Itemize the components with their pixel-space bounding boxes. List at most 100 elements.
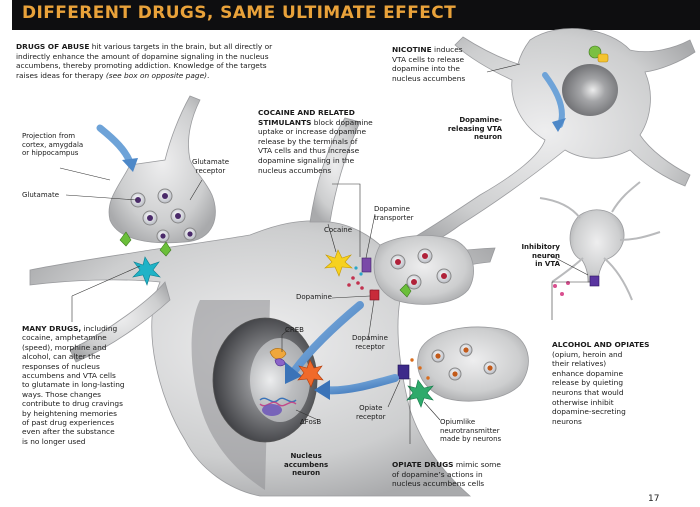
intro-text: DRUGS OF ABUSE hit various targets in th… — [16, 42, 316, 80]
cocaine-dots — [354, 266, 363, 276]
nicotine-line1: induces — [431, 45, 463, 54]
alcohol-line: neurons that would — [552, 387, 624, 397]
dna-strand — [259, 397, 297, 407]
opiumlike-label-line: Opiumlike — [440, 418, 476, 426]
dopamine-releasing-label-line: releasing VTA — [447, 124, 502, 133]
projection-label-line: cortex, amygdala — [22, 140, 84, 149]
inhibitory-dendrites — [539, 181, 661, 301]
many-drugs-head: MANY DRUGS, — [22, 324, 82, 333]
nicotine-line2: VTA cells to release — [392, 54, 465, 64]
dopamine-receptor-icon — [369, 289, 380, 301]
alcohol-line: release by quieting — [552, 378, 624, 388]
opiate-receptor-label-line: Opiate — [359, 404, 383, 412]
cocaine-line6: dopamine signaling in the — [258, 155, 355, 165]
dopamine-receptor-label-line: receptor — [355, 342, 385, 351]
dopamine-receptor-label: Dopamine receptor — [352, 334, 388, 351]
nucleus-accumbens-label-line: Nucleus — [290, 452, 322, 460]
alcohol-line: dopamine-secreting — [552, 407, 626, 417]
inhibitory-neuron-label-line: neuron — [532, 251, 560, 260]
glutamate-label: Glutamate — [22, 191, 59, 199]
many-drugs-line: even after the substance — [22, 427, 115, 437]
dopamine-transporter-label-line: transporter — [374, 213, 414, 222]
glutamate-terminal — [108, 95, 216, 244]
projection-label: Projection from cortex, amygdala or hipp… — [22, 132, 83, 158]
opiate-receptor-label: Opiate receptor — [356, 404, 386, 421]
many-drugs-line: contribute to drug cravings — [22, 399, 123, 409]
vta-nucleus — [562, 64, 618, 116]
opiate-line2: of dopamine’s actions in — [392, 469, 483, 479]
cocaine-line4: release by the terminals of — [258, 136, 358, 146]
dopamine-releasing-label: Dopamine- releasing VTA neuron — [432, 116, 502, 142]
opiate-dots — [410, 358, 430, 380]
nicotine-line4: nucleus accumbens — [392, 73, 466, 83]
alcohol-line: otherwise inhibit — [552, 397, 614, 407]
opiumlike-label-line: made by neurons — [440, 435, 502, 444]
glutamate-receptor-label-line: receptor — [195, 166, 226, 175]
many-drugs-line1: including — [81, 324, 118, 333]
glutamate-receptor-label: Glutamate receptor — [192, 158, 229, 175]
nicotine-icon — [588, 45, 609, 63]
nicotine-text: NICOTINE induces VTA cells to release do… — [392, 45, 502, 83]
opiumlike-label: Opiumlike neurotransmitter made by neuro… — [440, 418, 501, 444]
dopamine-releasing-label-line: Dopamine- — [459, 116, 502, 124]
many-drugs-line: accumbens and VTA cells — [22, 371, 116, 381]
many-drugs-line: is no longer used — [22, 436, 86, 446]
nucleus-accumbens-label-line: accumbens — [284, 460, 329, 469]
opiate-line3: nucleus accumbens cells — [392, 479, 485, 489]
fosb-burst — [297, 359, 324, 388]
many-drugs-line: ways. Those changes — [22, 389, 102, 399]
cocaine-head1: COCAINE AND RELATED — [258, 108, 355, 117]
many-drugs-line: alcohol, can alter the — [22, 352, 101, 362]
dopamine-releasing-label-line: neuron — [474, 133, 502, 142]
opiumlike-label-line: neurotransmitter — [440, 426, 500, 435]
many-drugs-line: cocaine, amphetamine — [22, 333, 107, 343]
opiate-head: OPIATE DRUGS — [392, 460, 454, 469]
page-number: 17 — [648, 494, 660, 504]
nucleus-accumbens-label-line: neuron — [292, 469, 321, 478]
dopamine-label: Dopamine — [296, 293, 332, 301]
inhibitory-neuron — [569, 209, 625, 283]
many-drugs-line: to glutamate in long-lasting — [22, 380, 125, 390]
title-bar: DIFFERENT DRUGS, SAME ULTIMATE EFFECT — [12, 0, 700, 30]
many-drugs-line: of past drug experiences — [22, 418, 115, 428]
cocaine-label: Cocaine — [324, 226, 352, 234]
cocaine-line3: uptake or increase dopamine — [258, 127, 367, 137]
inhibitory-neuron-label-line: in VTA — [535, 260, 560, 269]
dopamine-receptor-label-line: Dopamine — [352, 334, 388, 342]
opiate-drugs-text: OPIATE DRUGS mimic some of dopamine’s ac… — [392, 460, 542, 489]
nucleus-accumbens-label: Nucleus accumbens neuron — [284, 452, 328, 478]
alcohol-line: enhance dopamine — [552, 368, 624, 378]
intro-line2: indirectly enhance the amount of dopamin… — [16, 51, 269, 61]
opiumlike-terminal — [417, 326, 529, 402]
many-drugs-line: responses of nucleus — [22, 361, 100, 371]
opiate-receptor-label-line: receptor — [356, 412, 386, 421]
cocaine-text: COCAINE AND RELATED STIMULANTS block dop… — [258, 108, 388, 175]
nicotine-head: NICOTINE — [392, 45, 432, 54]
cocaine-head2: STIMULANTS — [258, 117, 312, 127]
signal-arrow-1 — [291, 301, 364, 374]
alcohol-head: ALCOHOL AND OPIATES — [552, 340, 650, 349]
dopamine-transporter-label-line: Dopamine — [374, 205, 410, 213]
intro-line3: accumbens, thereby promoting addiction. … — [16, 61, 267, 71]
many-drugs-line: (speed), morphine and — [22, 342, 107, 352]
intro-lead: DRUGS OF ABUSE — [16, 42, 90, 51]
cocaine-icon — [324, 249, 353, 277]
opiate-starburst — [406, 379, 434, 408]
alcohol-line: their relatives) — [552, 359, 607, 369]
opiate-line1: mimic some — [453, 460, 501, 469]
signal-arrow-2 — [321, 374, 399, 395]
cocaine-line2: block dopamine — [311, 117, 373, 127]
vta-neuron — [394, 28, 696, 259]
glutamate-receptor-label-line: Glutamate — [192, 158, 229, 166]
projection-label-line: Projection from — [22, 132, 76, 140]
alcohol-line: (opium, heroin and — [552, 349, 623, 359]
intro-line1: hit various targets in the brain, but al… — [89, 42, 273, 51]
dopamine-transporter-label: Dopamine transporter — [374, 205, 414, 222]
many-drugs-line: by heightening memories — [22, 408, 117, 418]
alcohol-line: neurons — [552, 416, 582, 426]
dopamine-terminal — [373, 235, 474, 305]
glutamate-receptor-icons — [119, 231, 172, 286]
cocaine-line5: VTA cells and thus increase — [258, 146, 360, 156]
leader-lines — [59, 63, 590, 444]
